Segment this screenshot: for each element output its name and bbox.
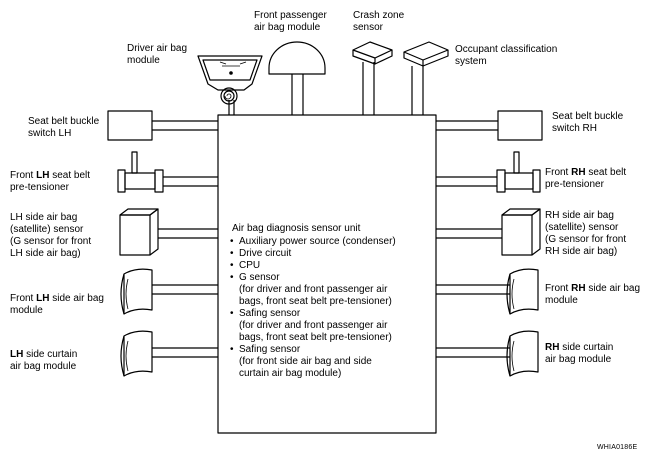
sensor-unit-feature-list: Auxiliary power source (condenser)Drive … bbox=[230, 236, 396, 380]
sensor-unit-item: Safing sensor bbox=[230, 308, 396, 320]
sensor-unit-item: Auxiliary power source (condenser) bbox=[230, 236, 396, 248]
satellite-sensor-rh-icon bbox=[501, 208, 541, 256]
sensor-unit-item: G sensor bbox=[230, 272, 396, 284]
occupant-classification-icon bbox=[403, 41, 449, 67]
sensor-unit-box bbox=[217, 114, 437, 434]
sensor-unit-item: Drive circuit bbox=[230, 248, 396, 260]
front-side-airbag-rh-icon bbox=[506, 268, 539, 315]
label-pretensioner-rh: Front RH seat belt pre-tensioner bbox=[545, 167, 627, 190]
sensor-unit-item: CPU bbox=[230, 260, 396, 272]
satellite-sensor-lh-icon bbox=[119, 208, 159, 256]
label-satellite-sensor-rh: RH side air bag(satellite) sensor (G sen… bbox=[545, 210, 627, 257]
front-side-airbag-lh-icon bbox=[120, 268, 153, 315]
label-side-curtain-rh: RH side curtain air bag module bbox=[545, 342, 614, 365]
figure-code: WHIA0186E bbox=[597, 444, 638, 451]
side-curtain-lh-icon bbox=[120, 330, 153, 377]
crash-zone-sensor-icon bbox=[352, 41, 393, 65]
seat-belt-switch-lh-icon bbox=[107, 110, 153, 141]
pretensioner-rh-icon bbox=[496, 151, 541, 193]
driver-airbag-module-icon bbox=[197, 55, 263, 105]
seat-belt-switch-rh-icon bbox=[497, 110, 543, 141]
sensor-unit-title: Air bag diagnosis sensor unit bbox=[232, 223, 361, 234]
label-side-curtain-lh: LH side curtain air bag module bbox=[10, 349, 78, 372]
label-satellite-sensor-lh: LH side air bag(satellite) sensor (G sen… bbox=[10, 212, 92, 259]
pretensioner-lh-icon bbox=[117, 151, 164, 193]
sensor-unit-item: bags, front seat belt pre-tensioner) bbox=[239, 332, 392, 343]
side-curtain-rh-icon bbox=[506, 330, 539, 377]
passenger-airbag-module-icon bbox=[268, 41, 326, 75]
sensor-unit-item: bags, front seat belt pre-tensioner) bbox=[239, 296, 392, 307]
sensor-unit-item: curtain air bag module) bbox=[239, 368, 342, 379]
sensor-unit-item: (for front side air bag and side bbox=[239, 356, 372, 367]
sensor-unit-item: Safing sensor bbox=[230, 344, 396, 356]
sensor-unit-item: (for driver and front passenger air bbox=[239, 320, 388, 331]
sensor-unit-item: (for driver and front passenger air bbox=[239, 284, 388, 295]
label-pretensioner-lh: Front LH seat belt pre-tensioner bbox=[10, 170, 91, 193]
label-front-side-airbag-rh: Front RH side air bag module bbox=[545, 283, 641, 306]
label-front-side-airbag-lh: Front LH side air bag module bbox=[10, 293, 104, 316]
